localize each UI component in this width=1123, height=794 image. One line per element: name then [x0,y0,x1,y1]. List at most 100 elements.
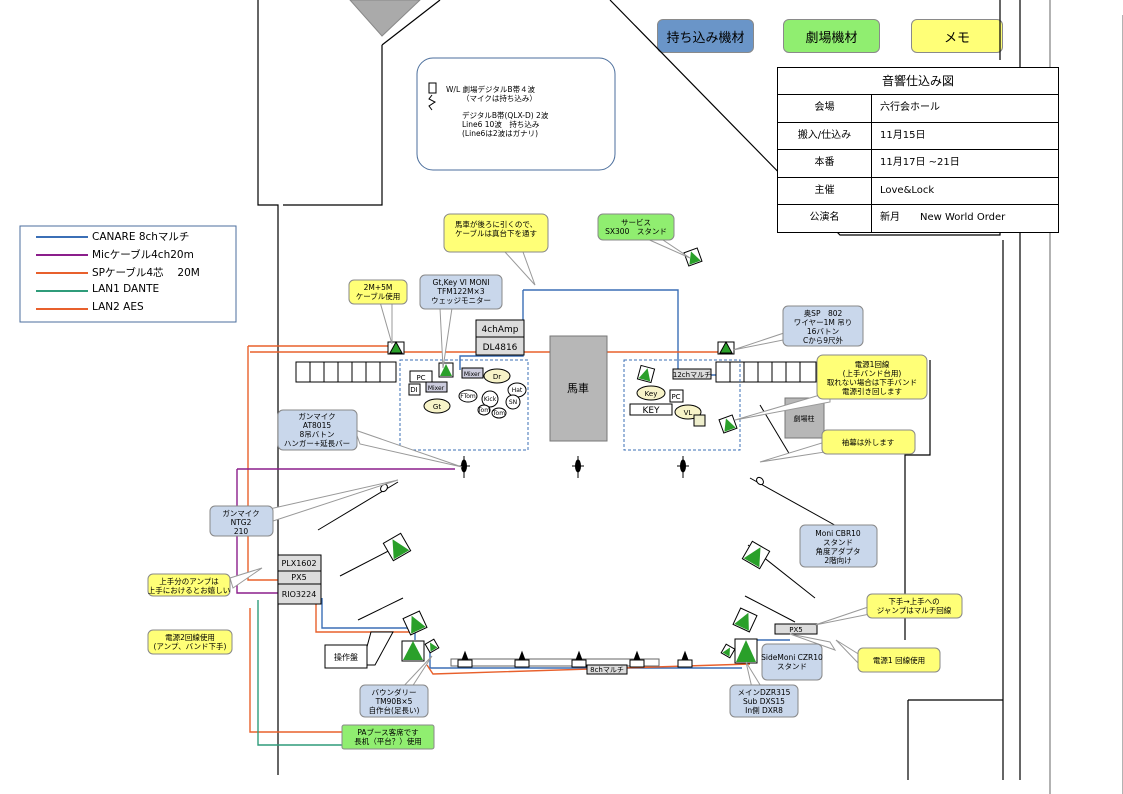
callout-boundary-line: TM90B×5 [375,697,413,706]
callout-pointers [229,237,881,691]
tom1-label: Tom [477,407,490,414]
key-theater-equipment: 劇場機材 [783,19,880,53]
callout-gun-mic-at-line: 8吊バトン [300,430,335,439]
moni-cbr-right [741,540,771,570]
callout-moni-cbr-line: Moni CBR10 [815,529,861,538]
info-key: 本番 [778,150,872,177]
callout-main-sp-line: メインDZR315 [738,688,791,697]
callout-moni-cbr-line: 角度アダプタ [816,546,861,556]
plx1602-label: PLX1602 [281,559,316,568]
px5-right-box [774,623,818,635]
side-moni-left [402,610,428,636]
gun-mics [380,476,764,493]
main-sp-right [734,638,758,664]
service-sp [683,247,703,267]
callout-power1-line: 取れない場合は下手バンド [827,377,917,387]
callout-gt-key-moni-line: TFM122M×3 [436,287,484,296]
px5-right-label: PX5 [789,626,802,634]
callout-oku-sp-line: 16バトン [807,327,839,336]
di-label: DI [410,386,417,394]
ftom-label: FTom [460,393,476,400]
equipment-labels: 4chAmp DL4816 馬車 劇場柱 12chマルチ 8chマルチ PLX1… [281,325,814,674]
callout-pa-booth-line: PAブース客席です [357,727,418,737]
callout-pa-booth-line: 長机（平台？）使用 [354,736,422,746]
key-theater-label: 劇場機材 [805,30,858,46]
callout-moni-cbr-line: 2階向け [824,555,851,565]
info-value: 新月 New World Order [880,212,1006,223]
cable-legend-label: LAN1 DANTE [92,283,160,295]
corner-block [349,0,421,37]
kick-label: Kick [484,396,497,403]
cable-legend-label: LAN2 AES [92,301,144,313]
info-value: Love&Lock [880,184,935,196]
mixer1-label: Mixer [464,371,481,378]
rio3224-box [277,583,322,605]
pc-left-label: PC [416,374,425,382]
cable-legend-label: SPケーブル4芯 20M [92,267,200,279]
callout-gun-mic-at-line: AT8015 [303,421,331,430]
multi12-box [672,368,712,380]
info-value: 11月15日 [880,129,926,141]
callout-curtain-line: 袖幕は外します [842,437,895,447]
in-sp-left [424,638,440,654]
callout-gun-mic-ntg-line: 210 [234,527,249,536]
callout-cable-under-line: 馬車が後ろに引くので、 [455,219,537,229]
callout-oku-sp-line: 奥SP 802 [804,308,843,318]
callout-boundary-line: 自作台(足長い) [369,705,420,715]
key-brought-equipment: 持ち込み機材 [657,19,754,53]
info-value: 六行会ホール [880,102,940,113]
key-box-label: KEY [642,406,660,416]
callout-gt-key-moni-line: ウェッジモニター [431,296,491,305]
callout-jumper-line: ジャンプはマルチ回線 [877,605,952,615]
callout-oku-sp-line: ワイヤー1M 吊り [794,318,852,327]
rio3224-label: RIO3224 [282,590,317,599]
key-memo-label: メモ [943,30,970,46]
riser-left [295,361,397,383]
mixer2-label: Mixer [428,385,445,392]
monitor-wedge-left [438,362,454,378]
right-band-gear [629,385,706,427]
oku-sp-right [717,340,735,355]
in-sp-right [720,643,736,659]
basha-label: 馬車 [567,381,589,395]
multi8-label: 8chマルチ [590,666,624,674]
amp4ch-label: 4chAmp [481,325,518,335]
cable-lines [236,289,790,746]
callout-amp-note-line: 上手分のアンプは [159,576,219,586]
band-area-right [623,359,741,451]
wireless-note-line: W/L 劇場デジタルB帯４波 [446,84,535,94]
key-oval-label: Key [645,390,658,398]
info-key: 公演名 [778,205,872,232]
pillar-label: 劇場柱 [794,414,815,423]
cable-legend-box [19,225,237,323]
boundary-mics [457,650,693,668]
callout-power2-line: (アンプ、バンド下手) [154,641,227,651]
info-key: 主催 [778,177,872,204]
callout-gun-mic-at-line: ガンマイク [298,411,335,421]
callout-two-plus-five-line: 2M+5M [364,283,393,292]
callout-side-moni-line: SideMoni CZR10 [761,653,823,662]
key-brought-label: 持ち込み機材 [666,30,745,46]
key-memo: メモ [911,19,1003,53]
callout-two-plus-five-line: ケーブル使用 [356,291,401,301]
side-moni-right [732,607,758,633]
sousa-label: 操作盤 [334,652,358,662]
info-title: 音響仕込み図 [778,68,1058,95]
callout-gt-key-moni-line: Gt,Key Vl MONI [433,278,490,287]
wireless-mic-icon [428,82,437,111]
main-sp-left [401,640,425,662]
pc-right-label: PC [671,393,680,401]
hanging-mics [458,456,689,478]
info-row-title: 公演名新月 New World Order [778,205,1058,232]
band-area-left [399,359,529,451]
oku-sp-left [387,340,405,355]
callout-oku-sp-line: Cから9尺外 [803,335,844,345]
wireless-note-line: （マイクは持ち込み） [462,93,537,103]
callout-service-sp-line: サービス [621,218,651,227]
callout-power1-line: 電源引き回します [842,387,902,396]
dr-label: Dr [493,373,501,381]
